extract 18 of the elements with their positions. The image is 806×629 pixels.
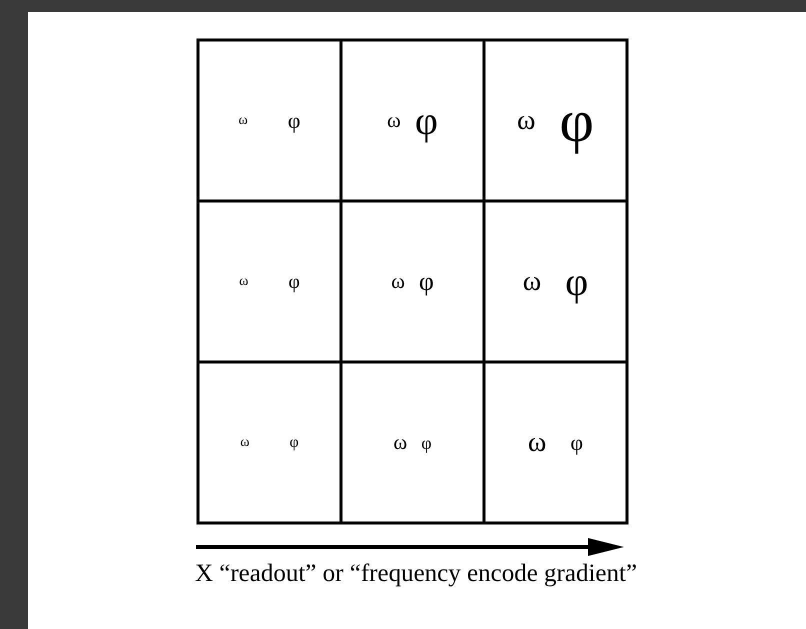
phi-symbol: φ	[421, 434, 432, 452]
omega-symbol: ω	[393, 432, 408, 453]
phi-symbol: φ	[289, 434, 299, 450]
phi-symbol: φ	[288, 272, 300, 292]
omega-symbol: ω	[391, 271, 405, 292]
phi-symbol: φ	[565, 262, 588, 302]
omega-symbol: ω	[239, 274, 248, 288]
phi-symbol: φ	[570, 432, 584, 454]
omega-symbol: ω	[387, 110, 401, 131]
omega-symbol: ω	[528, 428, 546, 456]
omega-symbol: ω	[516, 106, 536, 134]
omega-symbol: ω	[238, 114, 248, 128]
omega-symbol: ω	[240, 436, 250, 450]
phi-symbol: φ	[418, 268, 434, 294]
phi-symbol: φ	[288, 110, 300, 132]
omega-symbol: ω	[522, 268, 542, 296]
phi-symbol: φ	[414, 100, 438, 140]
axis-caption: X “readout” or “frequency encode gradient”	[194, 560, 638, 588]
